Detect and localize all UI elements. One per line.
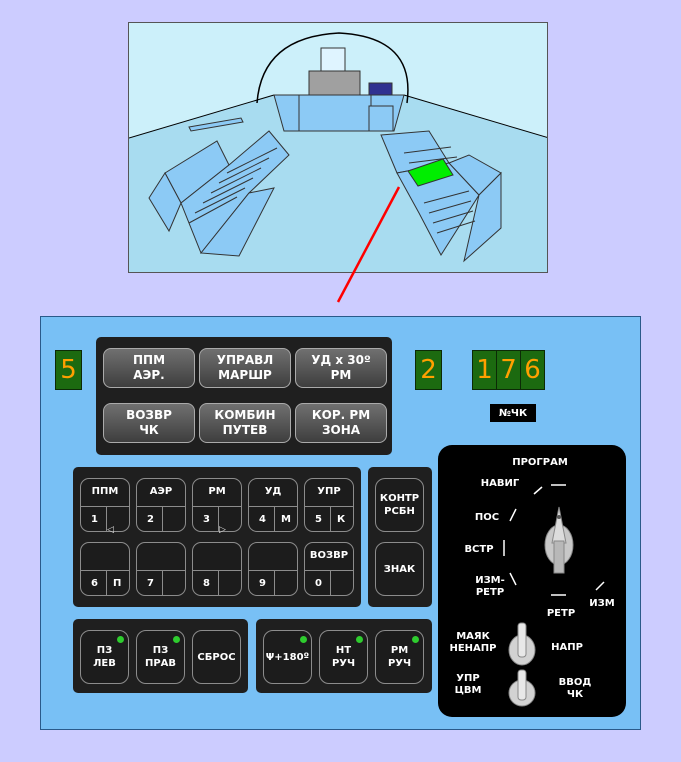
mayak-nenapr-label: МАЯК НЕНАПР (449, 631, 497, 654)
napr-label: НАПР (551, 642, 583, 653)
pz-lev-led (117, 636, 124, 643)
keypad-key-0[interactable]: ВОЗВР 0 (304, 542, 354, 596)
key-function-label: УПР (317, 486, 341, 497)
key-function-label: РМ (208, 486, 226, 497)
key-letter-label: М (281, 514, 291, 525)
key-digit-label: 4 (259, 514, 266, 525)
key-digit-label: 9 (259, 578, 266, 589)
vozvr-ck-button[interactable]: ВОЗВР ЧК (103, 403, 195, 443)
ud-rm-button[interactable]: УД х 30º РМ (295, 348, 387, 388)
upr-tsvm-label: УПР ЦВМ (454, 673, 482, 696)
upravl-marshr-button[interactable]: УПРАВЛ МАРШР (199, 348, 291, 388)
keypad-key-8[interactable]: 8 (192, 542, 242, 596)
key-digit-label: 0 (315, 578, 322, 589)
pos-retr-label: РЕТР (546, 608, 576, 619)
key-digit-label: 3 (203, 514, 210, 525)
kontr-rsbn-button[interactable]: КОНТР РСБН (375, 478, 424, 532)
pos-pos-label: ПОС (474, 512, 500, 523)
pos-izm-label: ИЗМ (589, 598, 615, 609)
keypad-key-7[interactable]: 7 (136, 542, 186, 596)
key-digit-label: 6 (91, 578, 98, 589)
keypad-key-9[interactable]: 9 (248, 542, 298, 596)
key-digit-label: 7 (147, 578, 154, 589)
keypad-key-2[interactable]: АЭР 2 (136, 478, 186, 532)
key-digit-label: 8 (203, 578, 210, 589)
highlighted-panel (407, 158, 454, 187)
ppm-aer-button[interactable]: ППМ АЭР. (103, 348, 195, 388)
key-arrow-icon: ◁ (107, 525, 114, 535)
ck-number-label: №ЧК (490, 404, 536, 422)
cockpit-view (128, 22, 548, 273)
keypad-key-1[interactable]: ППМ 1 ◁ (80, 478, 130, 535)
mid-digit-display: 2 (415, 350, 442, 390)
left-digit-display: 5 (55, 350, 82, 390)
rm-ruch-led (412, 636, 419, 643)
program-title: ПРОГРАМ (512, 457, 568, 468)
program-knob[interactable] (544, 506, 574, 574)
keypad-key-5[interactable]: УПР 5 К (304, 478, 354, 532)
key-digit-label: 2 (147, 514, 154, 525)
key-function-label: АЭР (149, 486, 173, 497)
key-letter-label: П (113, 578, 122, 589)
sbros-button[interactable]: СБРОС (192, 630, 241, 684)
vvod-ck-label: ВВОД ЧК (558, 677, 592, 700)
ck-digit-1: 1 (472, 350, 497, 390)
kombin-putev-button[interactable]: КОМБИН ПУТЕВ (199, 403, 291, 443)
pos-izm-retr-label: ИЗМ- РЕТР (475, 575, 505, 598)
program-selector-panel (438, 445, 626, 717)
key-arrow-icon: ▷ (219, 525, 226, 535)
ck-digit-3: 6 (520, 350, 545, 390)
key-letter-label: К (337, 514, 346, 525)
znak-button[interactable]: ЗНАК (375, 542, 424, 596)
keypad-key-4[interactable]: УД 4 М (248, 478, 298, 532)
key-digit-label: 5 (315, 514, 322, 525)
key-function-label: ППМ (91, 486, 119, 497)
mayak-napr-toggle[interactable] (508, 622, 536, 666)
cockpit-illustration (129, 32, 547, 272)
key-function-label: УД (264, 486, 282, 497)
ck-digit-2: 7 (496, 350, 521, 390)
selector-graphics (503, 484, 605, 707)
key-digit-label: 1 (91, 514, 98, 525)
nt-ruch-led (356, 636, 363, 643)
pos-navig-label: НАВИГ (480, 478, 520, 489)
kor-rm-zona-button[interactable]: КОР. РМ ЗОНА (295, 403, 387, 443)
upr-vvod-toggle[interactable] (508, 669, 536, 707)
psi-180-led (300, 636, 307, 643)
key-function-label: ВОЗВР (309, 550, 349, 561)
keypad-key-3[interactable]: РМ 3 ▷ (192, 478, 242, 535)
pz-prav-led (173, 636, 180, 643)
pos-vstr-label: ВСТР (464, 544, 494, 555)
